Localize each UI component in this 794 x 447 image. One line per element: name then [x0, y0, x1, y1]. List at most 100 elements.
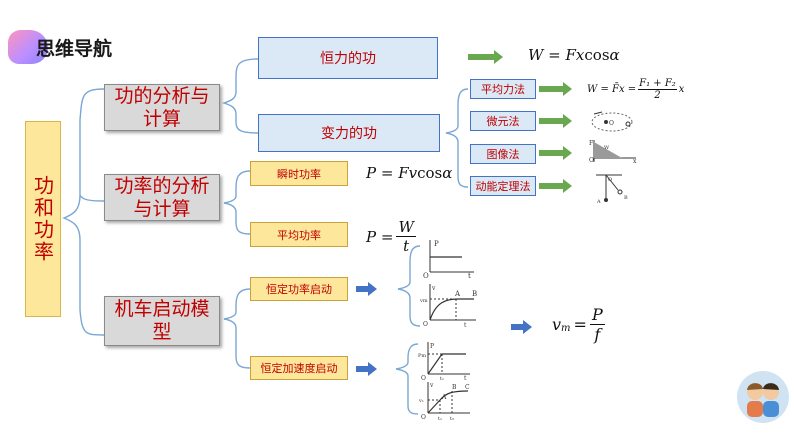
graph-method-diagram: F O x W [589, 140, 637, 164]
root-brace-mid [79, 194, 105, 202]
formula-denominator: f [594, 325, 601, 344]
axis-label: t₁ [440, 376, 444, 380]
diagram-label: F [589, 140, 593, 147]
constant-accel-p-t-graph: P Pm O t₁ t [418, 342, 470, 380]
formula-text: P = Fv [366, 164, 418, 182]
graph-brace-2 [395, 343, 419, 415]
formula-text: cos [417, 164, 443, 182]
point-label: C [465, 384, 470, 391]
micro-element-diagram: O [591, 111, 633, 132]
formula-text: cos [584, 46, 610, 64]
formula-numerator: F₁ + F₂ [638, 78, 677, 90]
axis-label: v₁ [418, 398, 424, 404]
arrow-icon [539, 114, 572, 128]
formula-instant-power: P = Fvcosα [366, 164, 452, 182]
point-label: B [472, 290, 477, 298]
root-node: 功和功率 [25, 121, 61, 317]
category-label: 功的分析与计算 [114, 84, 210, 130]
category-work-analysis: 功的分析与计算 [104, 84, 220, 131]
node-variable-force-work: 变力的功 [258, 114, 440, 152]
node-label: 恒力的功 [320, 51, 376, 67]
axis-label: t₁ [438, 416, 442, 422]
node-label: 平均力法 [481, 83, 525, 96]
work-brace [221, 58, 259, 134]
node-constant-power-start: 恒定功率启动 [250, 277, 348, 301]
node-label: 微元法 [486, 115, 520, 128]
method-brace [445, 88, 469, 188]
arrow-icon [539, 179, 572, 193]
diagram-label: O [589, 157, 594, 164]
point-label: A [441, 394, 447, 401]
kids-mascot-icon [737, 371, 789, 423]
formula-constant-work: W = Fxcosα [528, 46, 620, 64]
formula-denominator: 2 [654, 90, 661, 101]
node-label: 瞬时功率 [277, 167, 321, 181]
header-decoration [8, 30, 48, 64]
formula-text: α [609, 46, 620, 64]
arrow-icon [356, 362, 377, 376]
formula-text: x [678, 84, 685, 95]
point-label: A [454, 290, 461, 298]
formula-denominator: t [403, 237, 410, 255]
formula-text: α [442, 164, 453, 182]
node-label: 平均功率 [277, 228, 321, 242]
formula-text: m [561, 323, 571, 334]
graph-brace-1 [397, 245, 421, 327]
axis-label: O [421, 375, 426, 380]
root-label: 功和功率 [30, 175, 55, 263]
diagram-label: O [609, 120, 614, 127]
diagram-label: x [633, 158, 637, 164]
arrow-icon [468, 50, 503, 64]
formula-numerator: P [589, 305, 605, 325]
arrow-icon [511, 320, 532, 334]
axis-label: O [421, 414, 426, 421]
axis-label: t [464, 375, 467, 380]
axis-label: vm [420, 298, 428, 304]
constant-power-v-t-graph: v vm A B O t [420, 284, 477, 328]
category-vehicle-start: 机车启动模型 [104, 296, 220, 346]
axis-label: O [423, 272, 429, 278]
formula-text: W = Fx [528, 46, 585, 64]
node-label: 动能定理法 [475, 180, 531, 193]
node-label: 恒定加速度启动 [260, 362, 338, 375]
node-label: 恒定功率启动 [266, 283, 332, 296]
node-method-kinetic: 动能定理法 [470, 176, 536, 196]
formula-numerator: W [396, 218, 416, 237]
constant-power-p-t-graph: P O t [423, 240, 474, 278]
node-instant-power: 瞬时功率 [250, 161, 348, 186]
formula-text: = [573, 315, 587, 334]
constant-accel-v-t-graph: v v₁ A B C O t₁ t₂ [418, 382, 470, 422]
formula-text: P = [366, 227, 394, 246]
node-method-avg-force: 平均力法 [470, 79, 536, 99]
axis-label: P [430, 343, 434, 350]
axis-label: t [464, 322, 467, 328]
axis-label: P [434, 240, 439, 248]
formula-text: W = F̄x = [587, 84, 637, 95]
node-method-graph: 图像法 [470, 144, 536, 164]
diagram-label: O [608, 177, 612, 183]
power-brace [223, 170, 251, 235]
formula-text: v [552, 315, 562, 334]
arrow-icon [539, 146, 572, 160]
node-method-micro: 微元法 [470, 111, 536, 131]
diagram-label: A [596, 199, 601, 205]
axis-label: O [423, 321, 428, 328]
axis-label: Pm [418, 353, 426, 359]
axis-label: v [431, 285, 436, 292]
page-title: 思维导航 [36, 38, 113, 60]
axis-label: t [468, 272, 471, 278]
category-power-analysis: 功率的分析与计算 [104, 174, 220, 221]
formula-average-power: P = W t [366, 218, 416, 255]
diagram-label: W [604, 145, 610, 151]
arrow-icon [539, 82, 572, 96]
node-label: 图像法 [486, 148, 520, 161]
category-label: 功率的分析与计算 [114, 174, 210, 220]
node-constant-accel-start: 恒定加速度启动 [250, 356, 348, 380]
vehicle-brace [223, 288, 251, 369]
point-label: B [452, 384, 457, 391]
node-constant-force-work: 恒力的功 [258, 37, 438, 79]
axis-label: v [429, 382, 434, 389]
kinetic-method-diagram: A B O [596, 174, 628, 205]
